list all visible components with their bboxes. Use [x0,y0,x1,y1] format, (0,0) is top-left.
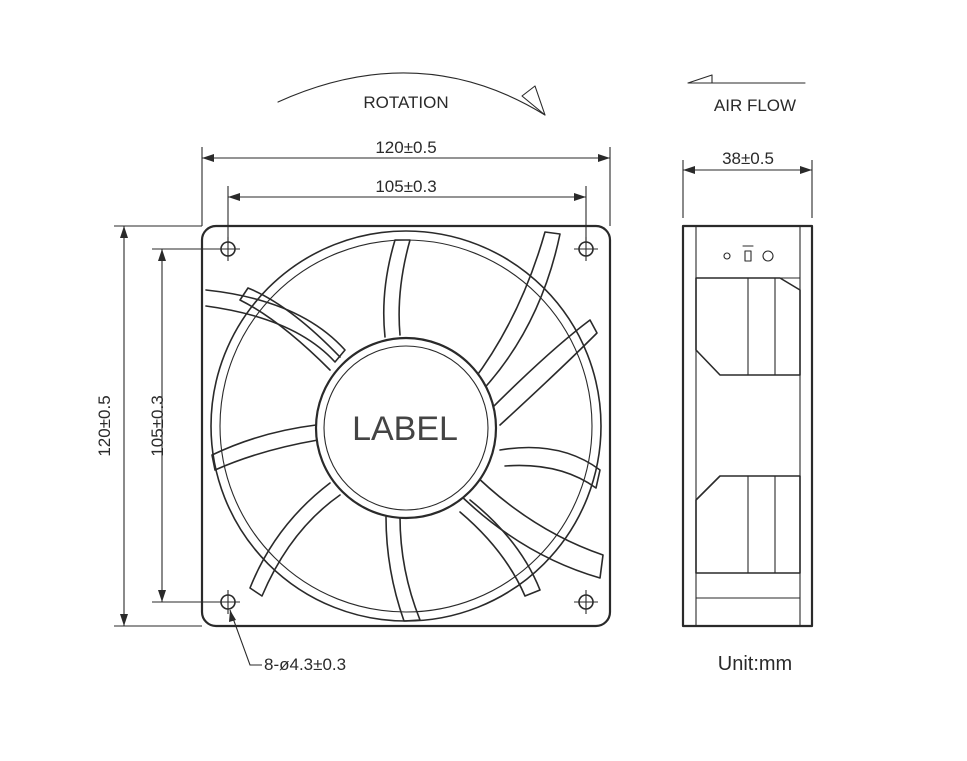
width-holes-label: 105±0.3 [375,177,436,196]
side-detail-icon [744,250,752,262]
hub-inner [323,345,489,511]
rotation-label: ROTATION [363,93,448,112]
hub-label: LABEL [352,410,458,448]
hole-spec-label: 8-ø4.3±0.3 [264,655,346,674]
hole-callout: 8-ø4.3±0.3 [229,609,346,674]
dim-depth: 38±0.5 [682,149,813,218]
width-outer-label: 120±0.5 [375,138,436,157]
fan-blades [211,231,601,622]
frame-outline [200,224,612,628]
hub [314,336,498,520]
airflow-arrow [687,74,806,84]
height-holes-label: 105±0.3 [148,395,167,456]
fan-side-view [681,224,814,628]
side-detail-icon [762,250,774,262]
rotation-indicator: ROTATION [277,72,546,116]
upper-strut [205,289,346,363]
cable-strut [454,469,604,579]
side-frame [681,224,814,628]
rotation-arc [277,72,546,116]
mounting-holes [216,237,598,614]
dim-width-holes: 105±0.3 [227,177,587,244]
height-outer-label: 120±0.5 [95,395,114,456]
unit-label: Unit:mm [718,653,792,675]
rotation-arrowhead [521,85,546,116]
side-detail-icon [723,252,731,260]
dim-height-holes: 105±0.3 [148,248,228,603]
dim-width-outer: 120±0.5 [201,138,611,226]
depth-label: 38±0.5 [722,149,774,168]
side-blade-lower [695,475,801,574]
airflow-label: AIR FLOW [714,96,796,115]
dim-height-outer: 120±0.5 [95,225,202,627]
airflow-indicator: AIR FLOW [687,74,806,115]
side-blade-upper [695,277,801,376]
fan-front-view: LABEL [200,224,612,628]
